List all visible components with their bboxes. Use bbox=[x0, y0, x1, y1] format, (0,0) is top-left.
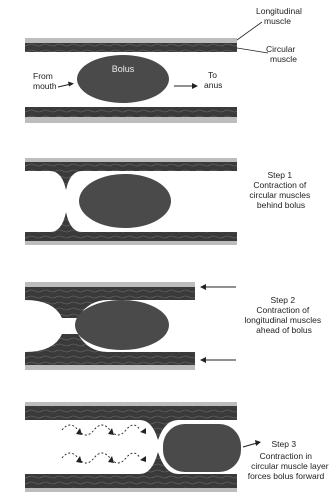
step-2-caption: Step 2 Contraction of longitudinal muscl… bbox=[245, 295, 324, 335]
longitudinal-layer bbox=[25, 38, 237, 43]
panel-step-2: Step 2 Contraction of longitudinal muscl… bbox=[25, 282, 323, 370]
circular-layer bbox=[25, 43, 237, 52]
panel-step-1: Step 1 Contraction of circular muscles b… bbox=[25, 158, 313, 245]
bolus bbox=[77, 55, 169, 103]
arrowhead bbox=[68, 82, 74, 87]
panel-step-3: Step 3 Contraction in circular muscle la… bbox=[25, 402, 331, 492]
leader-circular bbox=[237, 48, 268, 53]
contraction-waves bbox=[62, 425, 140, 463]
bolus bbox=[163, 424, 241, 472]
gut-wall-bottom bbox=[25, 107, 237, 123]
bolus bbox=[79, 174, 171, 228]
step-3-caption: Step 3 Contraction in circular muscle la… bbox=[248, 439, 331, 481]
bolus-label: Bolus bbox=[112, 64, 135, 74]
arrow-forward bbox=[243, 443, 257, 447]
leader-longitudinal bbox=[237, 22, 262, 40]
step-1-caption: Step 1 Contraction of circular muscles b… bbox=[249, 170, 312, 210]
gut-wall-top bbox=[25, 38, 237, 52]
bolus bbox=[75, 300, 169, 350]
